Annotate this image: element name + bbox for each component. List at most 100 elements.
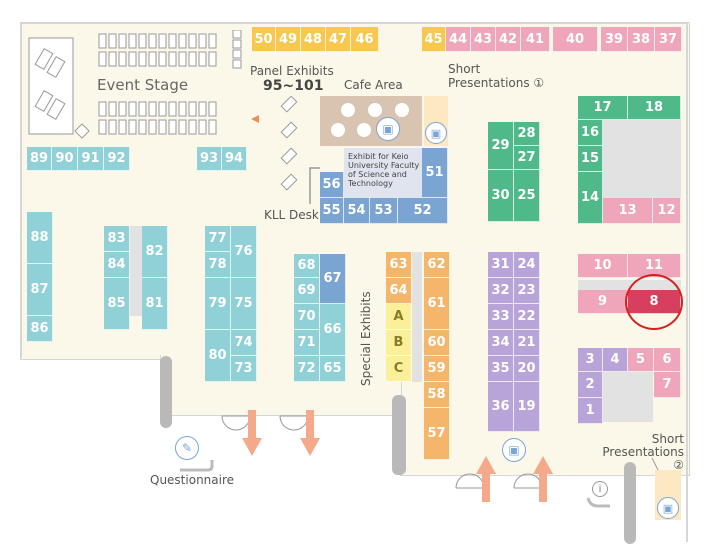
- booth-27[interactable]: 27: [514, 146, 540, 170]
- booth-33[interactable]: 33: [488, 304, 514, 330]
- booth-68[interactable]: 68: [294, 254, 320, 278]
- booth-40[interactable]: 40: [553, 27, 598, 52]
- booth-24[interactable]: 24: [514, 252, 540, 278]
- booth-78[interactable]: 78: [205, 252, 231, 278]
- booth-71[interactable]: 71: [294, 330, 320, 356]
- booth-38[interactable]: 38: [628, 27, 655, 52]
- booth-4[interactable]: 4: [603, 348, 628, 372]
- booth-10[interactable]: 10: [578, 254, 628, 278]
- booth-79[interactable]: 79: [205, 278, 231, 330]
- booth-46[interactable]: 46: [351, 27, 379, 52]
- booth-65[interactable]: 65: [320, 356, 346, 382]
- cafe-area-label: Cafe Area: [344, 78, 403, 92]
- booth-2[interactable]: 2: [578, 372, 603, 398]
- booth-44[interactable]: 44: [446, 27, 471, 52]
- booth-94[interactable]: 94: [222, 147, 247, 171]
- booth-39[interactable]: 39: [601, 27, 628, 52]
- booth-82[interactable]: 82: [142, 226, 168, 278]
- booth-6[interactable]: 6: [654, 348, 681, 372]
- booth-1[interactable]: 1: [578, 398, 603, 424]
- booth-66[interactable]: 66: [320, 304, 346, 356]
- booth-72[interactable]: 72: [294, 356, 320, 382]
- booth-17[interactable]: 17: [578, 96, 628, 120]
- booth-73[interactable]: 73: [231, 356, 257, 382]
- cafe-table-icons: [331, 103, 409, 137]
- booth-13[interactable]: 13: [603, 198, 653, 224]
- booth-61[interactable]: 61: [424, 278, 450, 330]
- booth-30[interactable]: 30: [488, 170, 514, 222]
- booth-85[interactable]: 85: [104, 278, 130, 330]
- booth-84[interactable]: 84: [104, 252, 130, 278]
- booth-52[interactable]: 52: [398, 198, 448, 224]
- booth-42[interactable]: 42: [496, 27, 521, 52]
- booth-75[interactable]: 75: [231, 278, 257, 330]
- booth-16[interactable]: 16: [578, 120, 603, 146]
- booth-3[interactable]: 3: [578, 348, 603, 372]
- booth-20[interactable]: 20: [514, 356, 540, 382]
- info-icon: i: [592, 481, 608, 497]
- booth-62[interactable]: 62: [424, 252, 450, 278]
- booth-19[interactable]: 19: [514, 382, 540, 432]
- booth-12[interactable]: 12: [653, 198, 681, 224]
- booth-86[interactable]: 86: [27, 316, 53, 342]
- booth-B[interactable]: B: [386, 330, 412, 356]
- booth-51[interactable]: 51: [422, 148, 448, 198]
- booth-80[interactable]: 80: [205, 330, 231, 382]
- booth-49[interactable]: 49: [276, 27, 301, 52]
- booth-48[interactable]: 48: [301, 27, 326, 52]
- booth-25[interactable]: 25: [514, 170, 540, 222]
- booth-43[interactable]: 43: [471, 27, 496, 52]
- booth-45[interactable]: 45: [422, 27, 446, 52]
- pillar-right: [624, 462, 636, 544]
- booth-53[interactable]: 53: [370, 198, 398, 224]
- booth-55[interactable]: 55: [320, 198, 344, 224]
- booth-47[interactable]: 47: [326, 27, 351, 52]
- booth-59[interactable]: 59: [424, 356, 450, 382]
- booth-70[interactable]: 70: [294, 304, 320, 330]
- panel-exhibits-title: Panel Exhibits: [250, 64, 334, 78]
- booth-7[interactable]: 7: [654, 372, 681, 398]
- booth-93[interactable]: 93: [197, 147, 222, 171]
- booth-37[interactable]: 37: [655, 27, 682, 52]
- booth-50[interactable]: 50: [252, 27, 276, 52]
- booth-58[interactable]: 58: [424, 382, 450, 408]
- booth-60[interactable]: 60: [424, 330, 450, 356]
- booth-87[interactable]: 87: [27, 264, 53, 316]
- booth-74[interactable]: 74: [231, 330, 257, 356]
- booth-14[interactable]: 14: [578, 172, 603, 224]
- booth-5[interactable]: 5: [628, 348, 654, 372]
- booth-35[interactable]: 35: [488, 356, 514, 382]
- booth-28[interactable]: 28: [514, 122, 540, 146]
- booth-64[interactable]: 64: [386, 278, 412, 304]
- booth-31[interactable]: 31: [488, 252, 514, 278]
- booth-41[interactable]: 41: [521, 27, 550, 52]
- booth-76[interactable]: 76: [231, 226, 257, 278]
- booth-C[interactable]: C: [386, 356, 412, 382]
- booth-21[interactable]: 21: [514, 330, 540, 356]
- booth-57[interactable]: 57: [424, 408, 450, 460]
- booth-15[interactable]: 15: [578, 146, 603, 172]
- booth-67[interactable]: 67: [320, 254, 346, 304]
- booth-63[interactable]: 63: [386, 252, 412, 278]
- booth-91[interactable]: 91: [78, 147, 104, 171]
- booth-34[interactable]: 34: [488, 330, 514, 356]
- booth-22[interactable]: 22: [514, 304, 540, 330]
- booth-A[interactable]: A: [386, 304, 412, 330]
- booth-9[interactable]: 9: [578, 290, 628, 314]
- booth-23[interactable]: 23: [514, 278, 540, 304]
- booth-83[interactable]: 83: [104, 226, 130, 252]
- booth-88[interactable]: 88: [27, 212, 53, 264]
- booth-36[interactable]: 36: [488, 382, 514, 432]
- booth-29[interactable]: 29: [488, 122, 514, 170]
- booth-81[interactable]: 81: [142, 278, 168, 330]
- booth-54[interactable]: 54: [344, 198, 370, 224]
- booth-89[interactable]: 89: [27, 147, 52, 171]
- booth-56[interactable]: 56: [320, 172, 344, 198]
- booth-77[interactable]: 77: [205, 226, 231, 252]
- booth-32[interactable]: 32: [488, 278, 514, 304]
- booth-18[interactable]: 18: [628, 96, 681, 120]
- booth-90[interactable]: 90: [52, 147, 78, 171]
- booth-92[interactable]: 92: [104, 147, 130, 171]
- booth-69[interactable]: 69: [294, 278, 320, 304]
